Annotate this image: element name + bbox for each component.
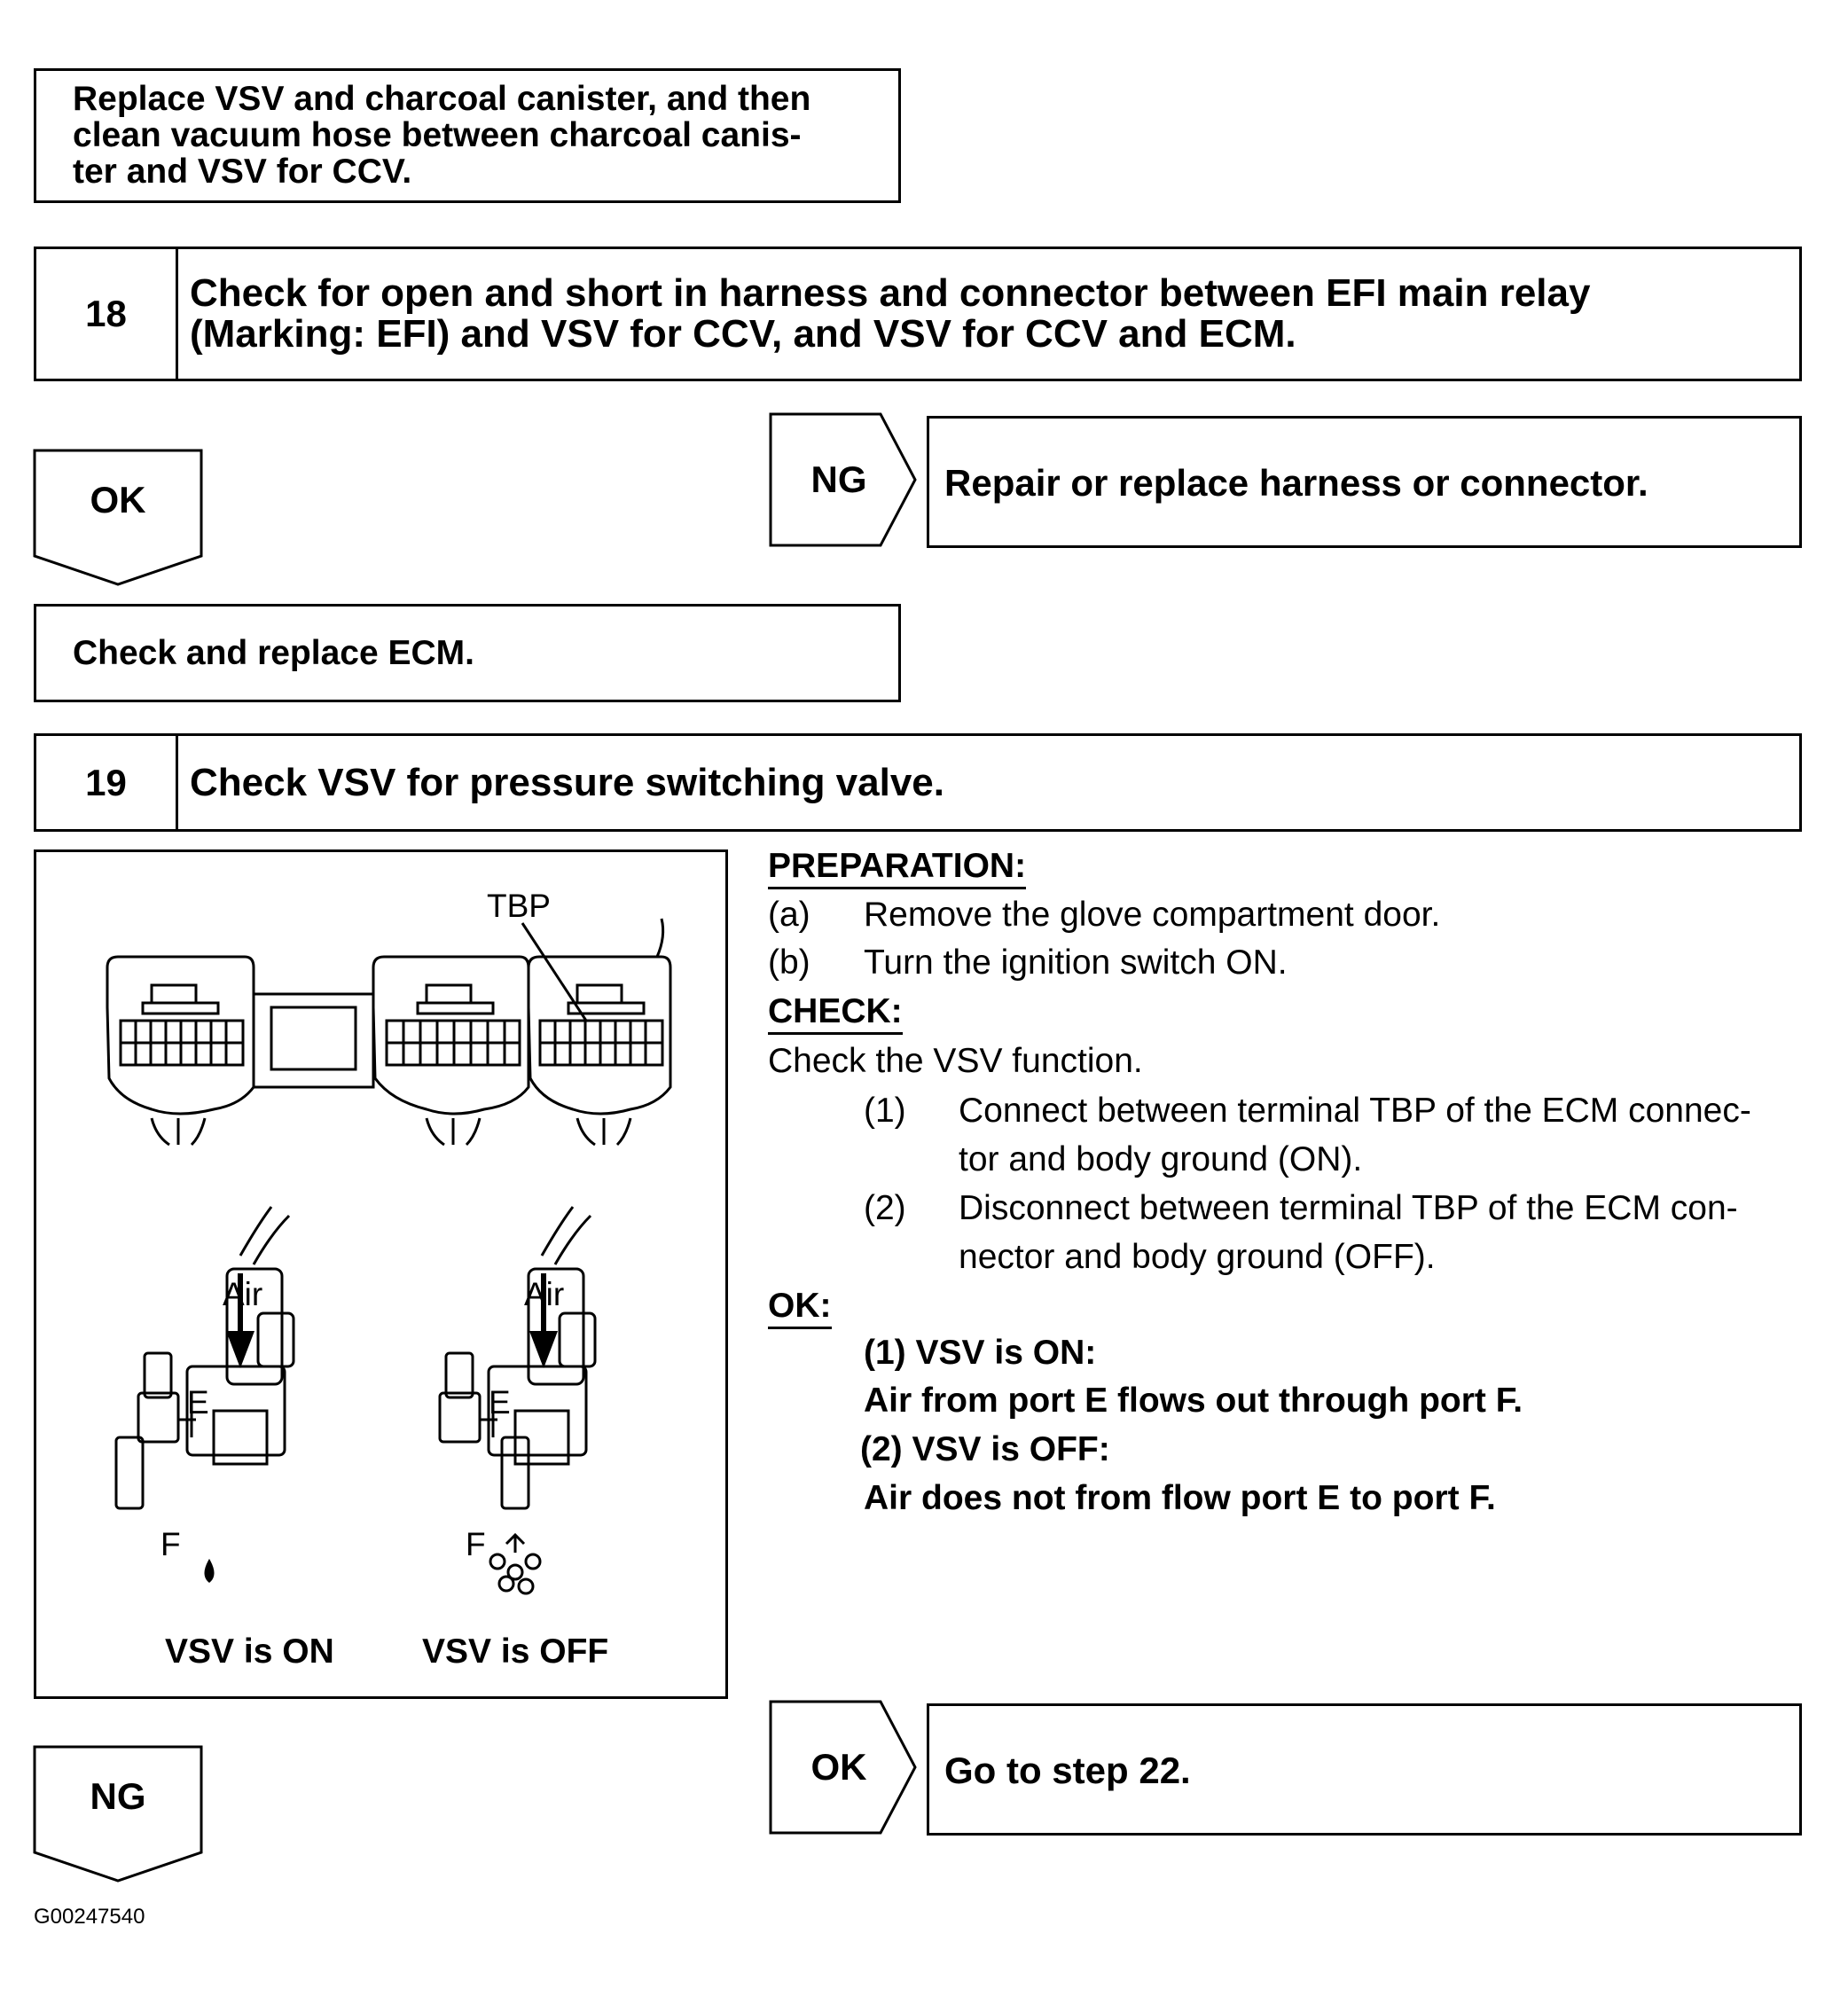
air-arrow-right: [529, 1273, 558, 1368]
image-code: G00247540: [34, 1905, 145, 1929]
ecm-connector-right: [527, 918, 672, 1147]
check-1-line-1: Connect between terminal TBP of the ECM …: [959, 1092, 1751, 1130]
air-label-right: Air: [524, 1276, 565, 1312]
go-to-step-22-box: Go to step 22.: [927, 1703, 1802, 1836]
step-19-title: Check VSV for pressure switching valve.: [190, 736, 1781, 829]
tbp-leader-line: [521, 922, 588, 1022]
ok-2-title: (2) VSV is OFF:: [860, 1430, 1110, 1468]
step-18-title: Check for open and short in harness and …: [190, 249, 1781, 379]
step-19-header: 19 Check VSV for pressure switching valv…: [34, 733, 1802, 832]
check-2-line-1: Disconnect between terminal TBP of the E…: [959, 1189, 1738, 1227]
ecm-connector-center: [372, 955, 530, 1147]
ng-right-arrow-18: [769, 412, 917, 547]
ok-criteria-header: OK:: [768, 1286, 832, 1329]
air-label-left: Air: [223, 1276, 263, 1312]
ok-label-18: OK: [90, 479, 146, 521]
prep-a-text: Remove the glove compartment door.: [864, 896, 1441, 934]
repair-harness-box: Repair or replace harness or connector.: [927, 416, 1802, 548]
check-1-tag: (1): [864, 1092, 906, 1130]
step-18-title-line-1: Check for open and short in harness and …: [190, 271, 1591, 315]
vsv-figure-frame: TBP Air Air E E F F VSV is ON VSV is OFF: [34, 849, 728, 1699]
vsv-on-illustration: [114, 1206, 295, 1510]
step-19-title-text: Check VSV for pressure switching valve.: [190, 760, 944, 804]
replace-ecm-text: Check and replace ECM.: [73, 634, 474, 672]
ecm-connector-illustration: [106, 918, 672, 1595]
port-f-right: F: [466, 1526, 486, 1562]
port-f-left: F: [161, 1526, 181, 1562]
air-arrow-left: [226, 1273, 254, 1368]
go-to-step-22-text: Go to step 22.: [944, 1750, 1191, 1791]
ok-1-text: Air from port E flows out through port F…: [864, 1382, 1523, 1420]
vsv-off-illustration: [438, 1206, 597, 1595]
ok-label-19: OK: [810, 1746, 867, 1788]
replace-vsv-box: Replace VSV and charcoal canister, and t…: [34, 68, 901, 203]
step-18-header: 18 Check for open and short in harness a…: [34, 247, 1802, 381]
replace-vsv-line-3: ter and VSV for CCV.: [73, 153, 412, 191]
drip-on: [204, 1558, 215, 1583]
preparation-header: PREPARATION:: [768, 846, 1027, 889]
replace-vsv-line-1: Replace VSV and charcoal canister, and t…: [73, 80, 811, 118]
check-header: CHECK:: [768, 991, 903, 1035]
replace-ecm-box: Check and replace ECM.: [34, 604, 901, 702]
step-18-number: 18: [36, 249, 178, 379]
ecm-connector-left: [106, 955, 255, 1147]
check-2-tag: (2): [864, 1189, 906, 1227]
check-1-line-2: tor and body ground (ON).: [959, 1140, 1363, 1178]
check-intro: Check the VSV function.: [768, 1042, 1143, 1080]
tbp-terminal-label: TBP: [487, 888, 551, 924]
caption-vsv-off: VSV is OFF: [422, 1632, 609, 1671]
step-19-number: 19: [36, 736, 178, 829]
ok-1-title: (1) VSV is ON:: [864, 1334, 1097, 1372]
ng-down-arrow-19: [33, 1745, 203, 1883]
prep-b-tag: (b): [768, 943, 810, 982]
ok-2-text: Air does not from flow port E to port F.: [864, 1479, 1496, 1517]
ecm-connector-middle-blank: [254, 992, 375, 1089]
ng-label-18: NG: [810, 458, 867, 500]
port-e-left: E: [187, 1384, 209, 1421]
step-18-title-line-2: (Marking: EFI) and VSV for CCV, and VSV …: [190, 312, 1296, 356]
check-2-line-2: nector and body ground (OFF).: [959, 1238, 1436, 1276]
ok-down-arrow-18: [33, 449, 203, 586]
replace-vsv-line-2: clean vacuum hose between charcoal canis…: [73, 116, 802, 154]
caption-vsv-on: VSV is ON: [165, 1632, 334, 1671]
ok-right-arrow-19: [769, 1700, 917, 1835]
ng-label-19: NG: [90, 1775, 146, 1817]
prep-b-text: Turn the ignition switch ON.: [864, 943, 1288, 982]
repair-harness-text: Repair or replace harness or connector.: [944, 462, 1648, 504]
prep-a-tag: (a): [768, 896, 810, 934]
port-e-right: E: [489, 1384, 511, 1421]
